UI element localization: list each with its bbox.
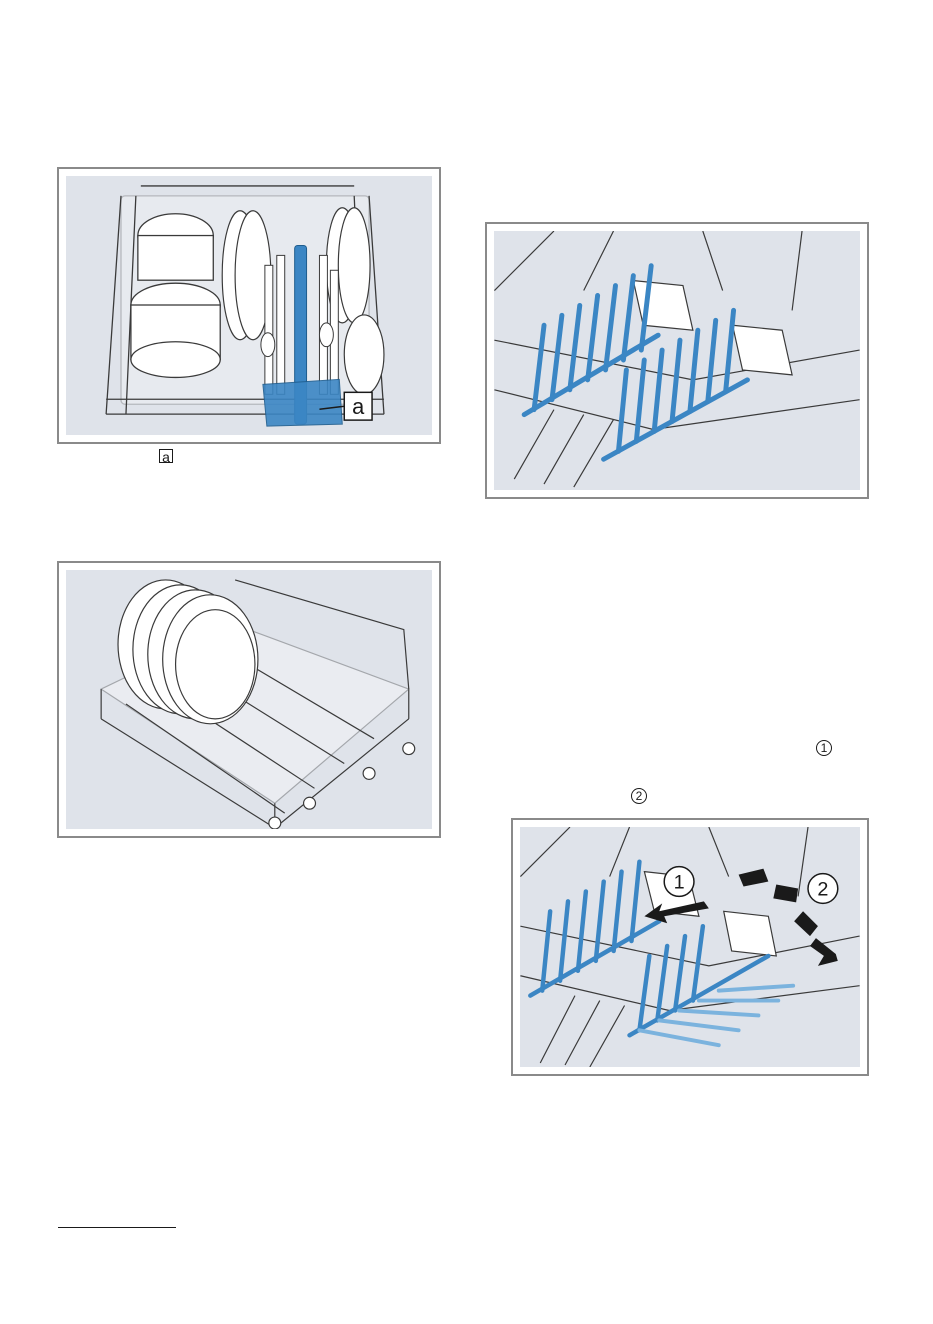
lower-basket-illustration	[66, 570, 432, 829]
step-marker-2: 2	[631, 788, 647, 804]
figure-folding-steps: 1 2	[511, 818, 869, 1076]
step-1-label: 1	[674, 871, 685, 893]
cutlery-basket-illustration: a	[66, 176, 432, 435]
step-2-label: 2	[817, 878, 828, 900]
step-marker-1: 1	[816, 740, 832, 756]
figure-folding-tines	[485, 222, 869, 499]
figure-panel	[66, 570, 432, 829]
callout-a-label: a	[352, 394, 365, 419]
footnote-separator	[58, 1227, 176, 1228]
reference-marker-a: a	[159, 449, 173, 463]
figure-panel	[494, 231, 860, 490]
folding-steps-illustration: 1 2	[520, 827, 860, 1067]
figure-panel: a	[66, 176, 432, 435]
figure-lower-basket	[57, 561, 441, 838]
folding-tines-illustration	[494, 231, 860, 490]
figure-cutlery-basket: a	[57, 167, 441, 444]
figure-panel: 1 2	[520, 827, 860, 1067]
